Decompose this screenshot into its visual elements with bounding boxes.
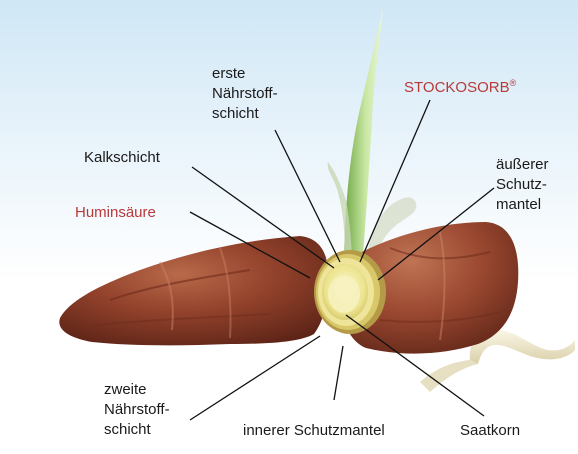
label-kalkschicht: Kalkschicht bbox=[84, 148, 160, 168]
label-stockosorb-text: STOCKOSORB bbox=[404, 79, 510, 96]
label-erste-line-1: erste bbox=[212, 64, 278, 84]
label-stockosorb: STOCKOSORB® bbox=[404, 78, 516, 98]
label-zweite-line-1: zweite bbox=[104, 380, 170, 400]
leader-innerer bbox=[334, 346, 343, 400]
label-erste-naehrstoffschicht: erste Nährstoff- schicht bbox=[212, 64, 278, 124]
label-aeusserer-schutzmantel: äußerer Schutz- mantel bbox=[496, 155, 549, 215]
label-zweite-line-3: schicht bbox=[104, 420, 170, 440]
sprout bbox=[328, 8, 417, 270]
label-innerer-schutzmantel: innerer Schutzmantel bbox=[243, 421, 385, 441]
seed-cross-section bbox=[314, 250, 386, 334]
leader-zweite bbox=[190, 336, 320, 420]
label-erste-line-3: schicht bbox=[212, 104, 278, 124]
label-aeuss-line-2: Schutz- bbox=[496, 175, 549, 195]
label-aeuss-line-1: äußerer bbox=[496, 155, 549, 175]
label-zweite-naehrstoffschicht: zweite Nährstoff- schicht bbox=[104, 380, 170, 440]
pellet-left-half bbox=[59, 236, 328, 345]
label-saatkorn: Saatkorn bbox=[460, 421, 520, 441]
label-aeuss-line-3: mantel bbox=[496, 195, 549, 215]
registered-mark: ® bbox=[510, 78, 517, 88]
label-zweite-line-2: Nährstoff- bbox=[104, 400, 170, 420]
label-huminsaeure: Huminsäure bbox=[75, 203, 156, 223]
label-erste-line-2: Nährstoff- bbox=[212, 84, 278, 104]
